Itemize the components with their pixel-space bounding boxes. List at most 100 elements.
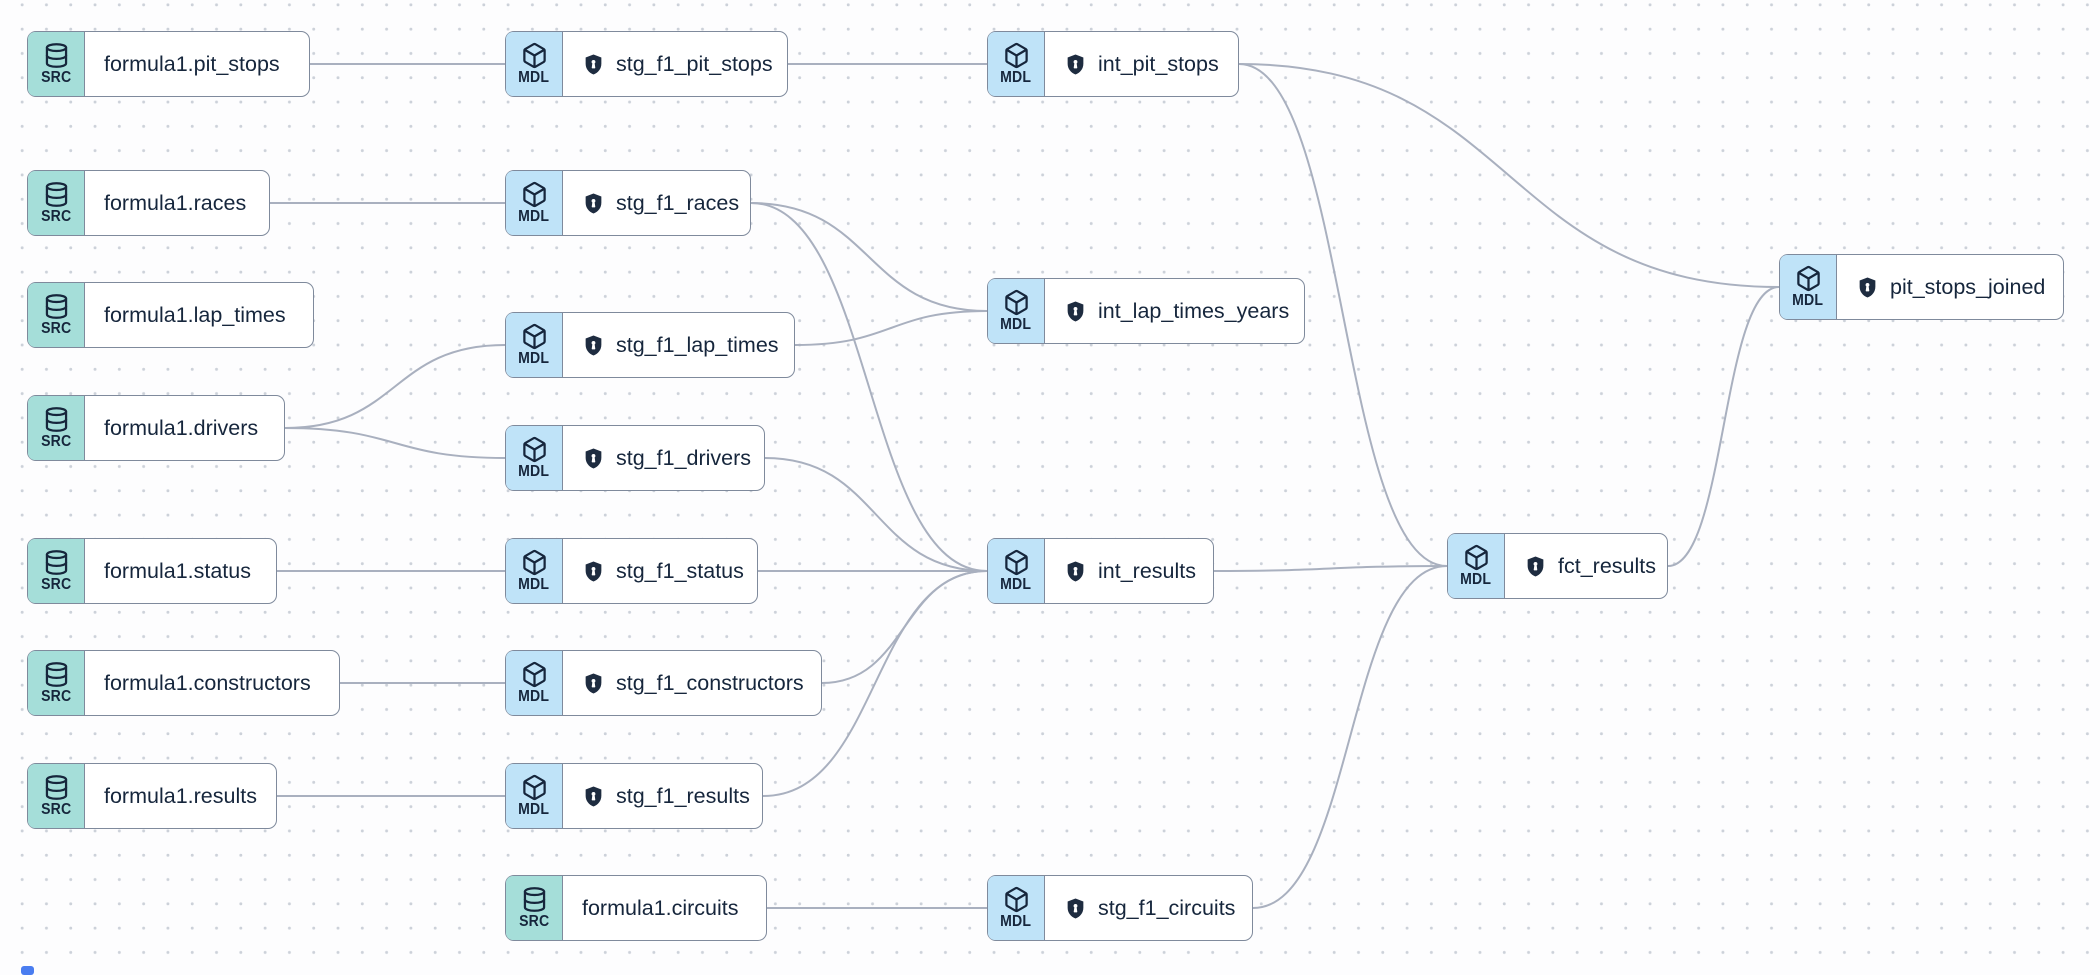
node-type-badge: MDL xyxy=(988,876,1045,940)
shield-lock-icon xyxy=(1067,301,1084,321)
database-icon xyxy=(43,181,70,208)
node-label: stg_f1_status xyxy=(616,558,744,583)
node-type-label: SRC xyxy=(518,913,550,930)
node-label: stg_f1_results xyxy=(616,783,750,808)
node-type-label: SRC xyxy=(40,208,72,225)
cube-icon xyxy=(1003,549,1030,576)
lineage-node-formula1.races[interactable]: SRC formula1.races xyxy=(27,170,270,236)
node-type-label: MDL xyxy=(518,208,550,225)
lineage-node-stg_f1_status[interactable]: MDL stg_f1_status xyxy=(505,538,758,604)
lineage-node-formula1.circuits[interactable]: SRC formula1.circuits xyxy=(505,875,767,941)
shield-lock-icon xyxy=(585,786,602,806)
shield-lock-icon xyxy=(1067,54,1084,74)
lineage-node-stg_f1_pit_stops[interactable]: MDL stg_f1_pit_stops xyxy=(505,31,788,97)
node-type-badge: MDL xyxy=(988,32,1045,96)
edge-stg_f1_results-to-int_results xyxy=(762,570,988,797)
node-label: formula1.races xyxy=(104,190,247,215)
edge-int_results-to-fct_results xyxy=(1213,565,1448,572)
edge-src_drivers-to-stg_f1_lap_times xyxy=(284,344,506,429)
lineage-node-stg_f1_lap_times[interactable]: MDL stg_f1_lap_times xyxy=(505,312,795,378)
node-type-badge: SRC xyxy=(28,32,85,96)
edge-stg_f1_circuits-to-fct_results xyxy=(1252,565,1448,909)
cube-icon xyxy=(1004,886,1028,913)
edge-stg_f1_lap_times-to-int_lap_times_years xyxy=(794,310,988,346)
shield-lock-icon xyxy=(585,448,602,468)
lineage-node-formula1.lap_times[interactable]: SRC formula1.lap_times xyxy=(27,282,314,348)
node-type-label: SRC xyxy=(40,320,72,337)
node-type-badge: SRC xyxy=(28,396,85,460)
lineage-node-pit_stops_joined[interactable]: MDL pit_stops_joined xyxy=(1779,254,2064,320)
node-type-badge: MDL xyxy=(506,426,563,490)
node-type-badge: MDL xyxy=(506,764,563,828)
lineage-node-formula1.drivers[interactable]: SRC formula1.drivers xyxy=(27,395,285,461)
node-type-badge: MDL xyxy=(506,651,563,715)
node-type-label: SRC xyxy=(40,688,72,705)
node-label: pit_stops_joined xyxy=(1890,274,2046,299)
lineage-node-formula1.status[interactable]: SRC formula1.status xyxy=(27,538,277,604)
lineage-node-int_results[interactable]: MDL int_results xyxy=(987,538,1214,604)
node-type-badge: MDL xyxy=(1448,534,1505,598)
node-label: formula1.drivers xyxy=(104,415,259,440)
shield-lock-icon xyxy=(585,54,602,74)
shield-lock-icon xyxy=(585,335,602,355)
cube-icon xyxy=(522,774,546,801)
lineage-node-stg_f1_constructors[interactable]: MDL stg_f1_constructors xyxy=(505,650,822,716)
cube-icon xyxy=(1463,544,1490,571)
lineage-node-stg_f1_circuits[interactable]: MDL stg_f1_circuits xyxy=(987,875,1253,941)
node-label: stg_f1_lap_times xyxy=(616,332,779,357)
edge-stg_f1_races-to-int_results xyxy=(750,202,988,572)
lineage-node-stg_f1_races[interactable]: MDL stg_f1_races xyxy=(505,170,751,236)
database-icon xyxy=(43,661,70,688)
node-type-label: MDL xyxy=(1792,292,1824,309)
lineage-node-formula1.constructors[interactable]: SRC formula1.constructors xyxy=(27,650,340,716)
database-icon xyxy=(43,406,70,433)
node-type-label: SRC xyxy=(40,576,72,593)
database-icon xyxy=(45,775,67,800)
edge-stg_f1_drivers-to-int_results xyxy=(764,457,988,572)
node-label: stg_f1_pit_stops xyxy=(616,51,773,76)
cube-icon xyxy=(1004,42,1028,69)
lineage-node-formula1.pit_stops[interactable]: SRC formula1.pit_stops xyxy=(27,31,310,97)
cube-icon xyxy=(1003,289,1030,316)
cube-icon xyxy=(521,774,548,801)
cube-icon xyxy=(1795,265,1822,292)
lineage-node-int_lap_times_years[interactable]: MDL int_lap_times_years xyxy=(987,278,1305,344)
node-label: formula1.circuits xyxy=(582,895,739,920)
node-type-badge: MDL xyxy=(506,539,563,603)
database-icon xyxy=(523,887,545,912)
node-type-label: SRC xyxy=(40,801,72,818)
shield-lock-icon xyxy=(1067,561,1084,581)
shield-lock-icon xyxy=(1067,898,1084,918)
node-type-badge: SRC xyxy=(28,171,85,235)
node-type-label: MDL xyxy=(1460,571,1492,588)
edge-fct_results-to-pit_stops_joined xyxy=(1667,286,1780,567)
node-type-badge: SRC xyxy=(506,876,563,940)
node-label: formula1.status xyxy=(104,558,251,583)
cube-icon xyxy=(522,661,546,688)
lineage-node-fct_results[interactable]: MDL fct_results xyxy=(1447,533,1668,599)
node-label: formula1.results xyxy=(104,783,257,808)
database-icon xyxy=(43,42,70,69)
shield-lock-icon xyxy=(585,561,602,581)
cube-icon xyxy=(521,323,548,350)
lineage-node-int_pit_stops[interactable]: MDL int_pit_stops xyxy=(987,31,1239,97)
cube-icon xyxy=(522,181,546,208)
cube-icon xyxy=(1003,42,1030,69)
node-type-badge: MDL xyxy=(1780,255,1837,319)
cube-icon xyxy=(1004,549,1028,576)
database-icon xyxy=(43,549,70,576)
lineage-node-stg_f1_results[interactable]: MDL stg_f1_results xyxy=(505,763,763,829)
lineage-node-formula1.results[interactable]: SRC formula1.results xyxy=(27,763,277,829)
lineage-node-stg_f1_drivers[interactable]: MDL stg_f1_drivers xyxy=(505,425,765,491)
cube-icon xyxy=(1003,886,1030,913)
cube-icon xyxy=(521,549,548,576)
clipped-ui-element xyxy=(21,966,34,975)
cube-icon xyxy=(521,436,548,463)
node-type-badge: SRC xyxy=(28,764,85,828)
cube-icon xyxy=(1464,544,1488,571)
database-icon xyxy=(45,43,67,68)
node-type-label: MDL xyxy=(518,69,550,86)
cube-icon xyxy=(522,549,546,576)
database-icon xyxy=(43,774,70,801)
